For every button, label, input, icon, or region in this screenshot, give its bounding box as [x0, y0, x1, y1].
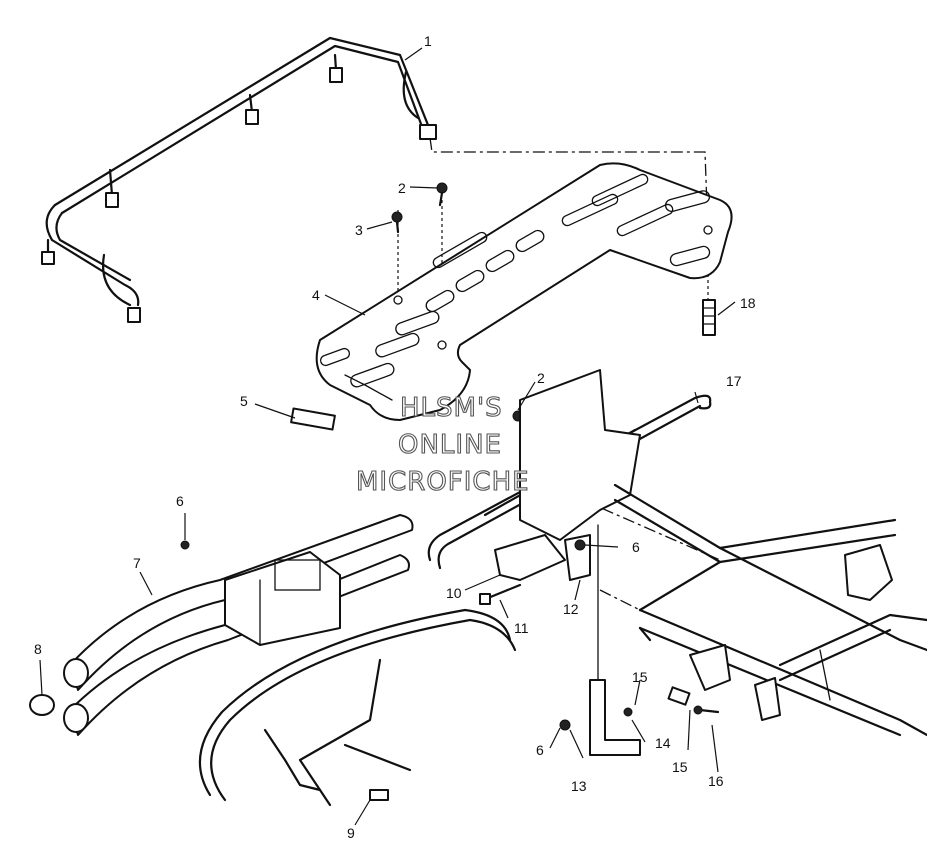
callout-15-top: 15	[632, 669, 648, 685]
watermark: HLSM'S ONLINE MICROFICHE	[355, 392, 530, 497]
callout-6-bottom: 6	[536, 742, 544, 758]
hitch-bracket	[559, 524, 641, 756]
callout-2-mid: 2	[537, 370, 545, 386]
callout-4: 4	[312, 287, 320, 303]
callout-15-bottom: 15	[672, 759, 688, 775]
vehicle-frame	[613, 483, 927, 737]
callout-6-right: 6	[632, 539, 640, 555]
hardware-right	[667, 686, 720, 715]
callout-3: 3	[355, 222, 363, 238]
callout-2-top: 2	[398, 180, 406, 196]
callout-5: 5	[240, 393, 248, 409]
rack-rail	[41, 36, 437, 323]
lower-guard	[198, 608, 517, 807]
callout-6-left: 6	[176, 493, 184, 509]
callout-9: 9	[347, 825, 355, 841]
hardware-top	[290, 182, 716, 431]
callout-11: 11	[514, 620, 529, 636]
callout-10: 10	[446, 585, 462, 601]
leader-lines	[39, 47, 736, 826]
watermark-line-1: HLSM'S	[400, 393, 503, 423]
callout-12: 12	[563, 601, 579, 617]
rack-plate	[315, 162, 733, 421]
assembly-line	[429, 137, 709, 236]
callout-16: 16	[708, 773, 724, 789]
callout-17: 17	[726, 373, 742, 389]
watermark-line-2: ONLINE	[398, 430, 502, 460]
callout-8: 8	[34, 641, 42, 657]
callout-14: 14	[655, 735, 671, 751]
assembly-line	[599, 589, 641, 611]
callout-labels: 1 2 3 4 18 2 17 5 6 6 7 10 12 11 8 15 14…	[34, 33, 756, 841]
callout-7: 7	[133, 555, 141, 571]
watermark-line-3: MICROFICHE	[356, 467, 530, 497]
callout-18: 18	[740, 295, 756, 311]
callout-13: 13	[571, 778, 587, 794]
callout-1: 1	[424, 33, 432, 49]
front-bumper	[29, 514, 414, 736]
center-bracket	[479, 369, 641, 605]
